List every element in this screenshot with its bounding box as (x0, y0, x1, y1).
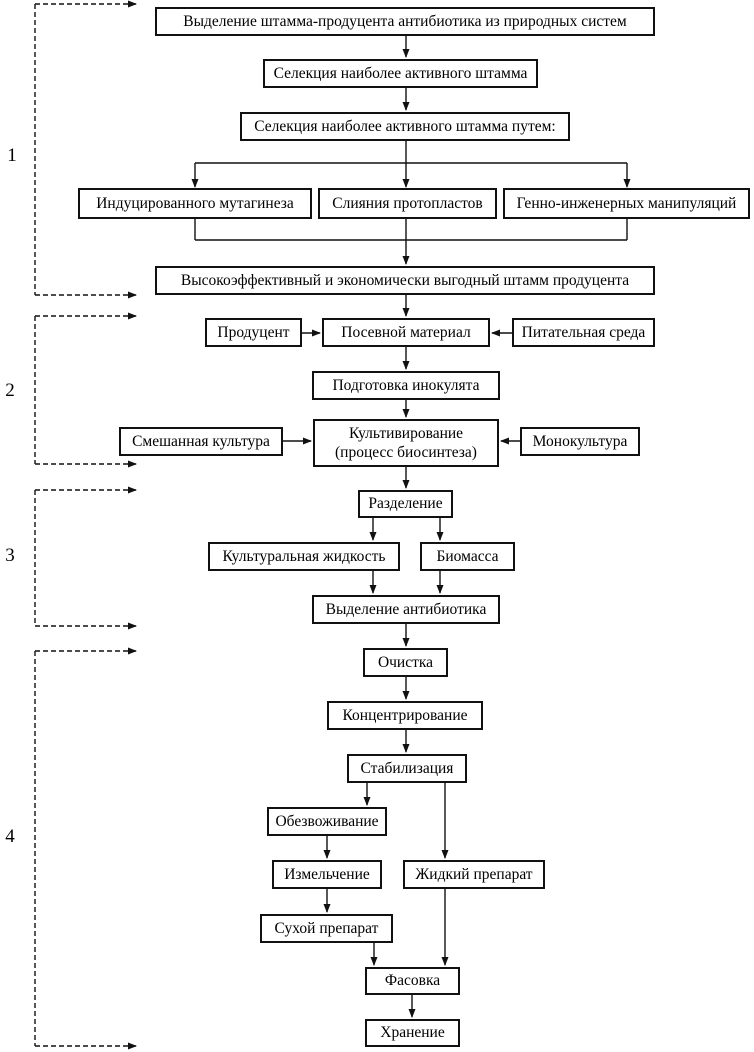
node-storage: Хранение (365, 1019, 460, 1047)
node-induced-mutagenesis: Индуцированного мутагинеза (78, 188, 312, 219)
node-inoculum-preparation: Подготовка инокулята (312, 371, 500, 400)
node-strain-isolation: Выделение штамма-продуцента антибиотика … (155, 7, 655, 36)
stage-label-2: 2 (5, 380, 15, 401)
node-liquid-product: Жидкий препарат (403, 860, 545, 889)
stage-label-3: 3 (5, 545, 15, 566)
node-mixed-culture: Смешанная культура (119, 427, 283, 456)
node-purification: Очистка (363, 648, 448, 677)
node-seed-material: Посевной материал (322, 318, 490, 347)
stage-label-4: 4 (5, 826, 15, 847)
node-dry-product: Сухой препарат (260, 914, 393, 943)
stage-label-1: 1 (7, 145, 17, 166)
node-grinding: Измельчение (272, 860, 382, 889)
node-concentration: Концентрирование (327, 701, 483, 730)
node-cultivation: Культивирование (процесс биосинтеза) (313, 419, 499, 467)
node-biomass: Биомасса (420, 542, 515, 571)
node-packaging: Фасовка (365, 967, 460, 995)
node-monoculture: Монокультура (520, 427, 640, 456)
node-stabilization: Стабилизация (347, 754, 467, 783)
node-culture-liquid: Культуральная жидкость (208, 542, 400, 571)
node-selection-by: Селекция наиболее активного штамма путем… (240, 112, 570, 141)
node-producer: Продуцент (205, 318, 302, 347)
node-selection-active: Селекция наиболее активного штамма (263, 59, 538, 88)
node-nutrient-medium: Питательная среда (512, 318, 655, 347)
node-separation: Разделение (358, 490, 453, 518)
flow-arrows (191, 36, 631, 1018)
node-protoplast-fusion: Слияния протопластов (318, 188, 497, 219)
node-antibiotic-isolation: Выделение антибиотика (312, 595, 500, 624)
node-effective-strain: Высокоэффективный и экономически выгодны… (155, 266, 655, 295)
node-dehydration: Обезвоживание (267, 807, 387, 836)
stage-brackets (34, 0, 137, 1050)
node-genetic-engineering: Генно-инженерных манипуляций (503, 188, 750, 219)
